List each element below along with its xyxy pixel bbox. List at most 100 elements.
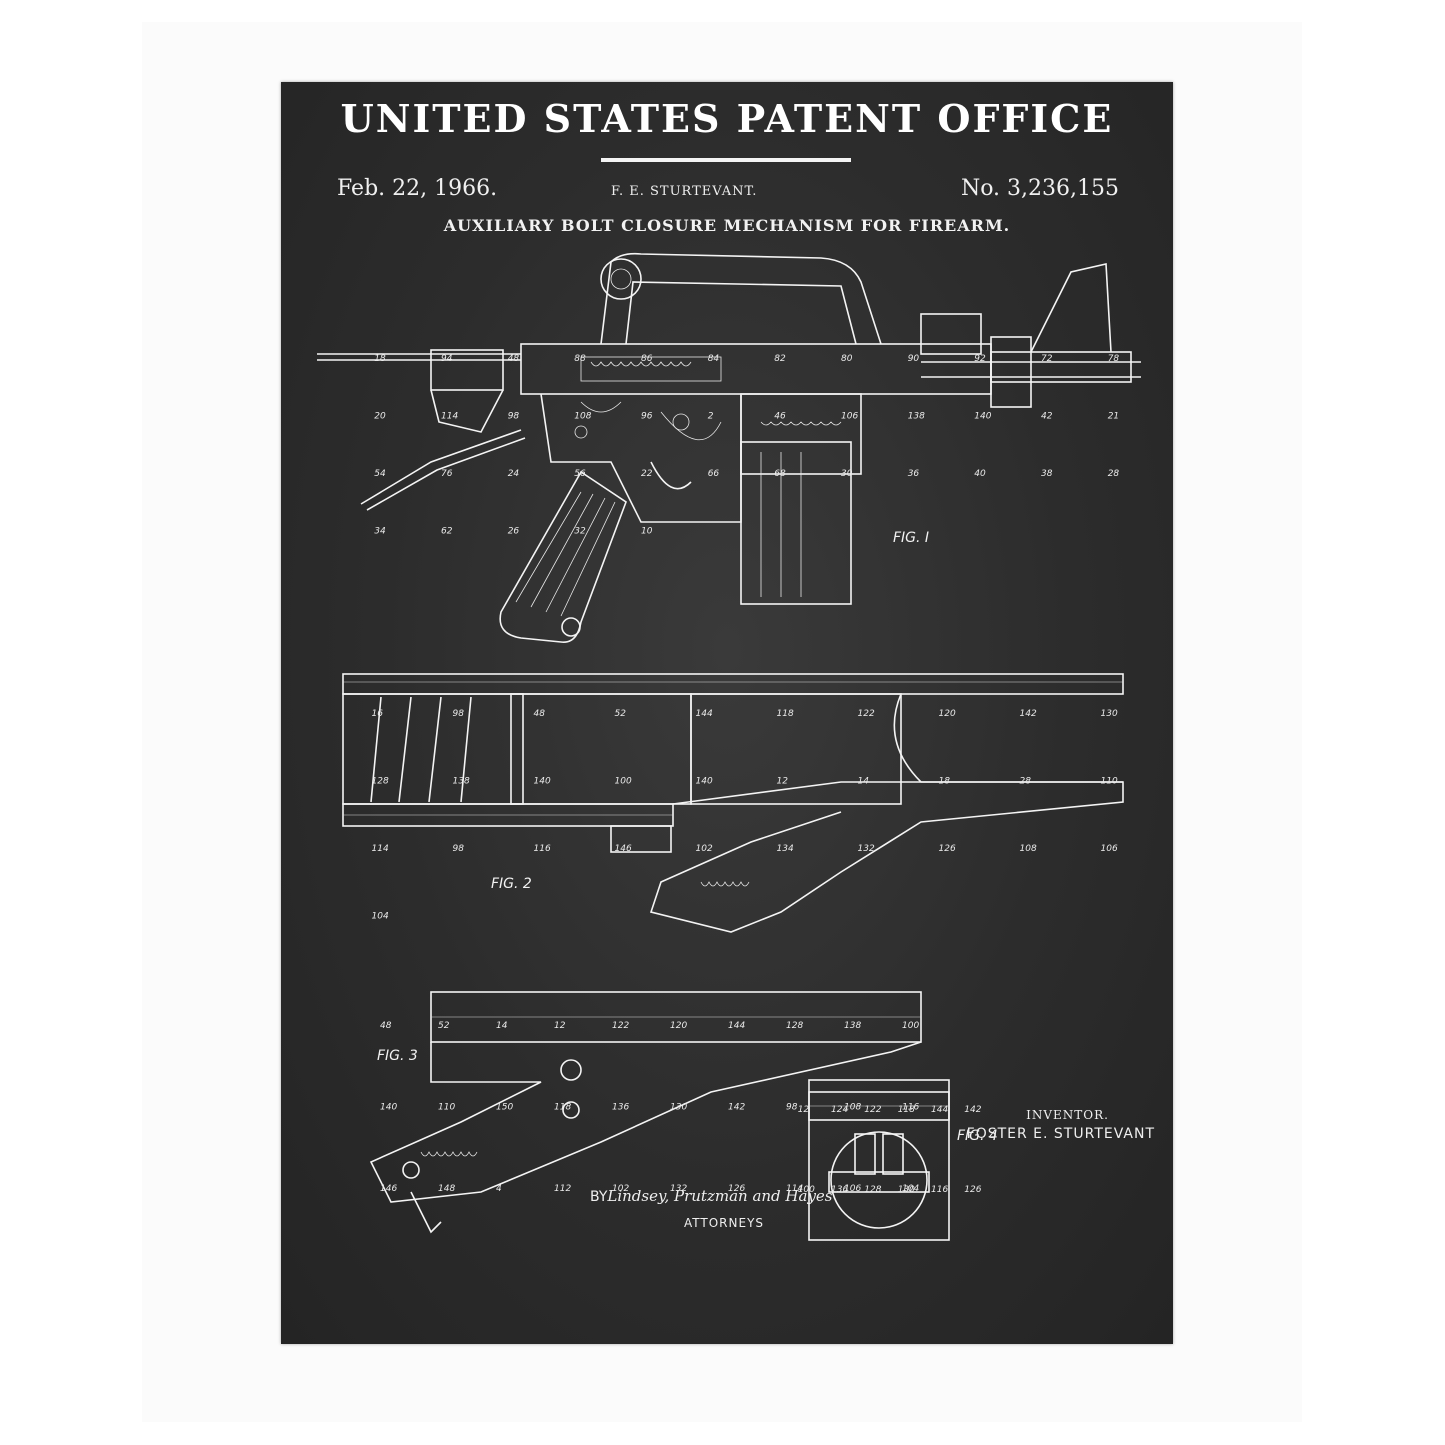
reference-numeral: 66: [708, 469, 720, 479]
reference-numeral: 98: [453, 709, 465, 719]
reference-numeral: 144: [931, 1105, 948, 1115]
reference-numeral: 114: [441, 411, 458, 421]
reference-numeral: 116: [902, 1103, 919, 1113]
reference-numeral: 120: [939, 709, 956, 719]
reference-numeral: 130: [898, 1185, 915, 1195]
reference-numeral: 42: [1041, 411, 1053, 421]
reference-numeral: 130: [1101, 709, 1118, 719]
reference-numeral: 118: [898, 1105, 915, 1115]
reference-numeral: 68: [774, 469, 786, 479]
reference-numeral: 12: [777, 776, 789, 786]
patent-poster: UNITED STATES PATENT OFFICE Feb. 22, 196…: [281, 82, 1173, 1344]
by-label: BY: [590, 1189, 608, 1205]
reference-numeral: 18: [374, 354, 386, 364]
reference-numeral: 114: [372, 844, 389, 854]
fig-3-label: FIG. 3: [377, 1048, 418, 1064]
reference-numeral: 104: [372, 911, 389, 921]
reference-numeral: 140: [696, 776, 713, 786]
reference-numeral: 138: [453, 776, 470, 786]
title-rule: [601, 158, 851, 162]
reference-numeral: 142: [964, 1105, 981, 1115]
reference-numeral: 88: [574, 354, 586, 364]
reference-numeral: 100: [615, 776, 632, 786]
reference-numeral: 116: [931, 1185, 948, 1195]
patent-drawings: FIG. I FIG. 2 FIG. 3 FIG. 4 18 94 48 88 86 84…: [317, 252, 1141, 1241]
reference-numeral: 12: [798, 1105, 810, 1115]
reference-numeral: 12: [554, 1021, 566, 1031]
reference-numeral: 82: [774, 354, 786, 364]
reference-numeral: 26: [508, 526, 520, 536]
reference-numeral: 118: [554, 1103, 571, 1113]
patent-date: Feb. 22, 1966.: [337, 176, 498, 201]
reference-numeral: 28: [1020, 776, 1032, 786]
fig-2-label: FIG. 2: [491, 876, 532, 892]
reference-numeral: 140: [380, 1103, 397, 1113]
reference-numeral: 22: [641, 469, 653, 479]
reference-numeral: 128: [786, 1021, 803, 1031]
reference-numeral: 132: [670, 1184, 687, 1194]
inventor-short: F. E. STURTEVANT.: [611, 184, 758, 199]
reference-numeral: 72: [1041, 354, 1053, 364]
reference-numeral: 142: [1020, 709, 1037, 719]
reference-numeral: 122: [858, 709, 875, 719]
fig-4-label: FIG. 4: [957, 1128, 998, 1144]
reference-numeral: 122: [612, 1021, 629, 1031]
reference-numeral: 52: [438, 1021, 450, 1031]
fig-1-label: FIG. I: [893, 530, 929, 546]
reference-numeral: 84: [708, 354, 720, 364]
reference-numeral: 138: [844, 1021, 861, 1031]
reference-numeral: 38: [1041, 469, 1053, 479]
inventor-block: INVENTOR. FOSTER E. STURTEVANT: [967, 1108, 1155, 1142]
reference-numeral: 140: [974, 411, 991, 421]
reference-numeral: 104: [902, 1184, 919, 1194]
reference-numeral: 62: [441, 526, 453, 536]
reference-numeral: 48: [508, 354, 520, 364]
reference-numeral: 150: [496, 1103, 513, 1113]
reference-numeral: 94: [441, 354, 453, 364]
reference-numeral: 80: [841, 354, 853, 364]
reference-numeral: 102: [612, 1184, 629, 1194]
reference-numeral: 128: [372, 776, 389, 786]
reference-numeral: 96: [641, 411, 653, 421]
reference-numeral: 90: [908, 354, 920, 364]
reference-numeral: 116: [534, 844, 551, 854]
reference-numeral: 21: [1108, 411, 1119, 421]
figure-1-rifle: [317, 252, 1141, 643]
reference-numeral: 32: [574, 526, 586, 536]
reference-numeral: 146: [380, 1184, 397, 1194]
reference-numeral: 40: [974, 469, 986, 479]
reference-numeral: 24: [508, 469, 520, 479]
reference-numeral: 144: [696, 709, 713, 719]
reference-numeral: 126: [939, 844, 956, 854]
reference-numeral: 18: [939, 776, 951, 786]
inventor-label: INVENTOR.: [1026, 1108, 1109, 1122]
reference-numeral: 20: [374, 411, 386, 421]
reference-numeral: 48: [534, 709, 546, 719]
reference-numeral: 112: [554, 1184, 571, 1194]
figure-4-cross-section: [808, 1079, 950, 1241]
reference-numeral: 122: [864, 1105, 881, 1115]
reference-numeral: 28: [1108, 469, 1120, 479]
reference-numeral: 76: [441, 469, 453, 479]
patent-subtitle: AUXILIARY BOLT CLOSURE MECHANISM FOR FIR…: [443, 216, 1011, 235]
reference-numeral: 138: [908, 411, 925, 421]
reference-numeral: 100: [902, 1021, 919, 1031]
reference-numeral: 124: [831, 1105, 848, 1115]
reference-numeral: 110: [438, 1103, 455, 1113]
inventor-name: FOSTER E. STURTEVANT: [966, 1126, 1155, 1142]
attorneys-label: ATTORNEYS: [684, 1216, 765, 1230]
reference-numeral: 4: [496, 1184, 502, 1194]
reference-numeral: 16: [372, 709, 384, 719]
reference-numeral: 134: [777, 844, 794, 854]
reference-numeral: 126: [728, 1184, 745, 1194]
reference-numeral: 92: [974, 354, 986, 364]
attorney-signature: Lindsey, Prutzman and Hayes: [607, 1187, 833, 1205]
reference-numeral: 56: [574, 469, 586, 479]
reference-numeral: 106: [841, 411, 858, 421]
reference-numeral: 86: [641, 354, 653, 364]
reference-numeral: 144: [728, 1021, 745, 1031]
reference-numeral: 114: [786, 1184, 803, 1194]
